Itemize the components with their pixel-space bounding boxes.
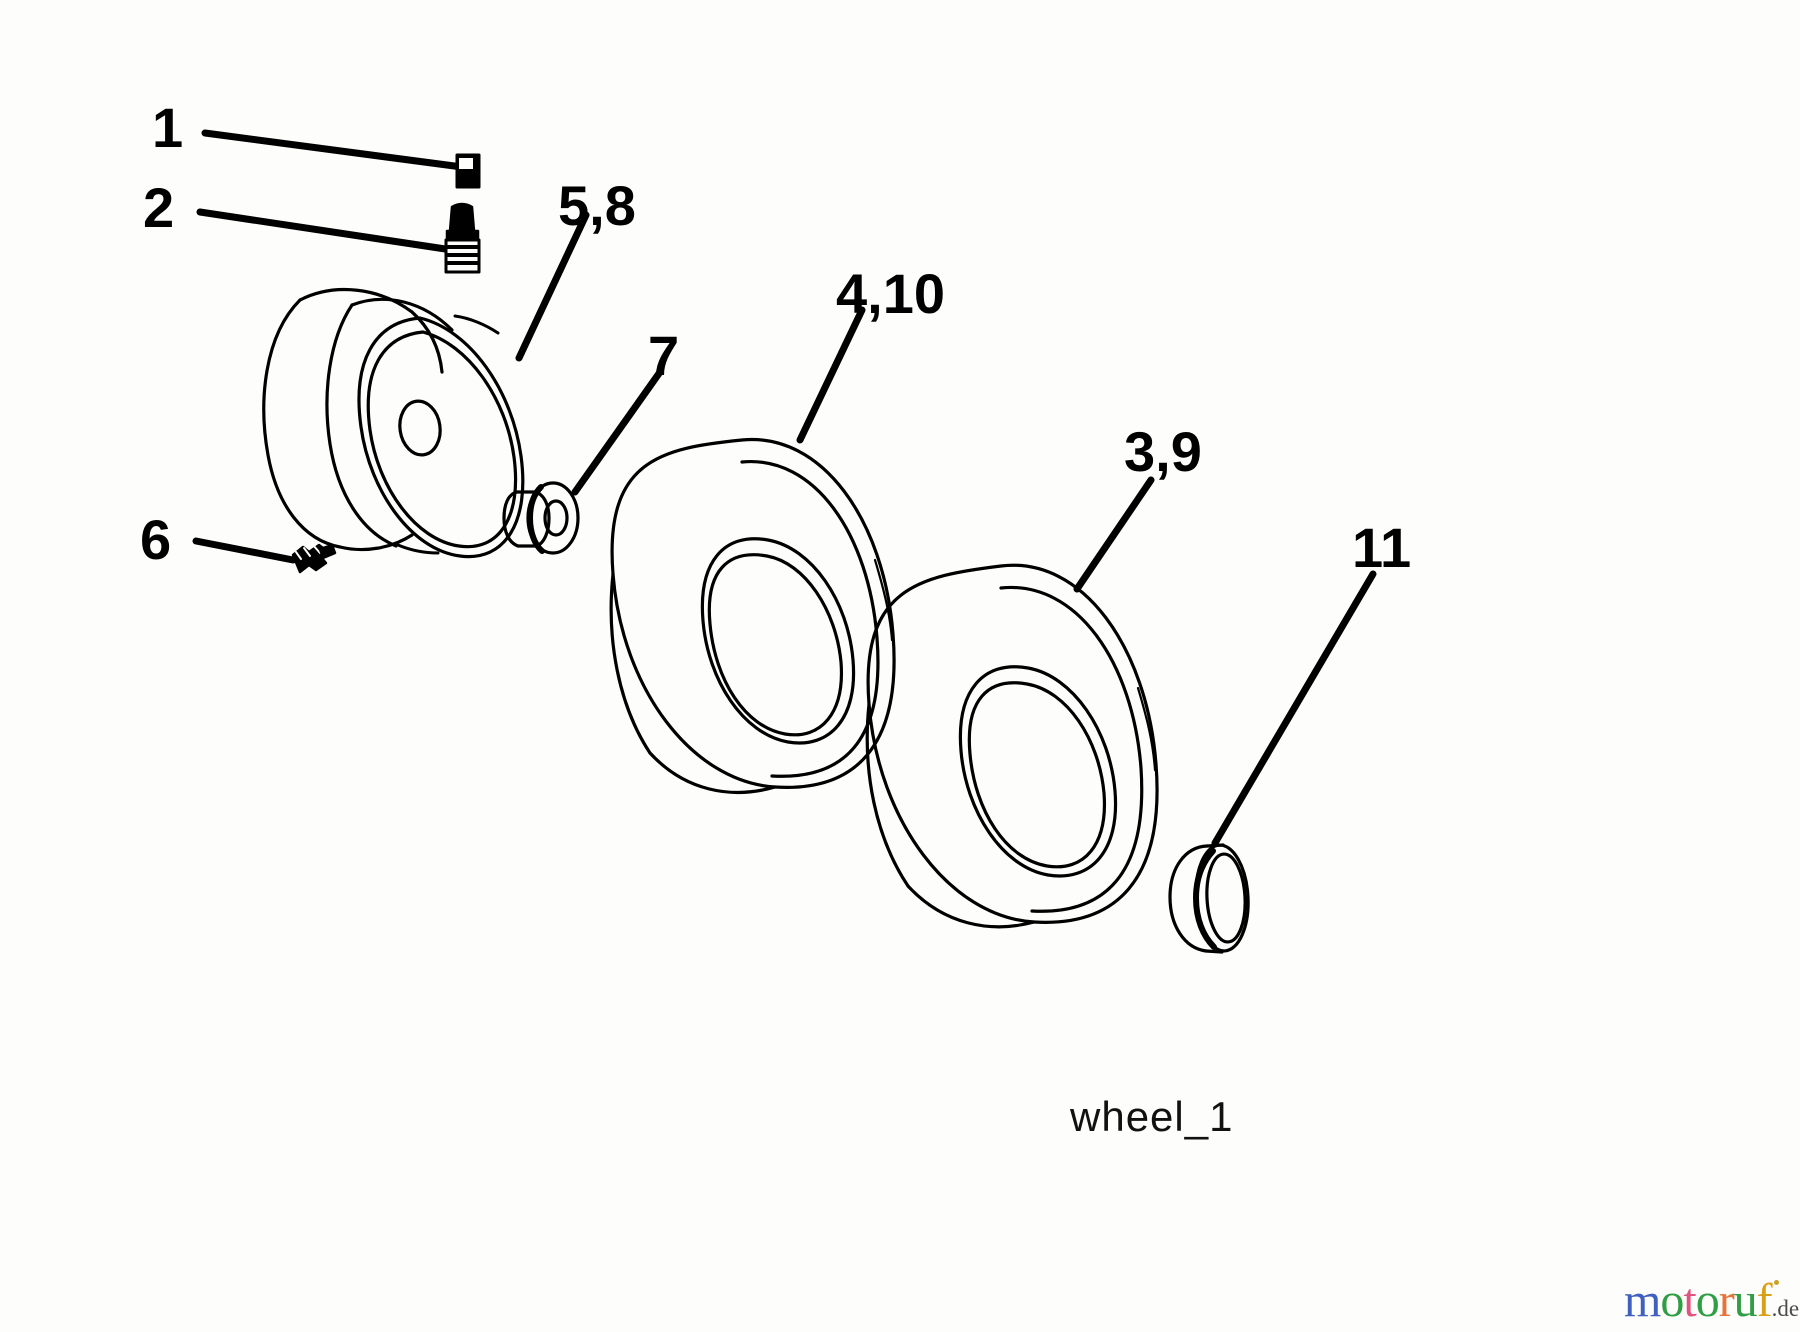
diagram-caption: wheel_1 (1070, 1093, 1234, 1140)
part-hub-cap (1168, 843, 1250, 954)
logo-tld: .de (1771, 1296, 1800, 1321)
logo-letter-6: f (1756, 1274, 1773, 1327)
callout-label-11: 11 (1352, 516, 1412, 579)
part-rear-tire (865, 563, 1159, 929)
leader-line-2 (196, 208, 456, 254)
part-valve-screw (291, 543, 337, 574)
callout-label-6: 6 (140, 508, 172, 571)
logo-letter-5: u (1733, 1274, 1758, 1327)
callout-label-1: 1 (152, 96, 184, 159)
callout-label-4-10: 4,10 (836, 262, 945, 325)
callout-label-3-9: 3,9 (1124, 420, 1202, 483)
leader-line-1 (201, 129, 466, 171)
leader-line-5-8 (515, 211, 590, 362)
part-valve-cap (455, 153, 481, 189)
part-valve-stem (444, 202, 481, 274)
logo-accent-dot (1774, 1280, 1779, 1285)
leader-line-3-9 (1073, 476, 1155, 593)
logo-letter-0: m (1624, 1274, 1661, 1327)
motoruf-logo[interactable]: motoruf.de (1624, 1272, 1800, 1330)
part-wheel-rim (262, 287, 525, 559)
logo-letter-3: o (1695, 1274, 1720, 1327)
leader-line-6 (192, 537, 297, 564)
leader-line-11 (1211, 570, 1377, 847)
logo-letter-2: t (1683, 1274, 1696, 1327)
leader-line-4-10 (796, 306, 866, 444)
leader-line-7 (571, 368, 664, 496)
callout-label-2: 2 (143, 176, 175, 239)
logo-wordmark: motoruf (1624, 1274, 1773, 1327)
callout-label-7: 7 (648, 324, 680, 387)
logo-letter-1: o (1660, 1274, 1684, 1327)
part-bushing (502, 481, 580, 555)
callout-label-5-8: 5,8 (558, 174, 636, 237)
logo-letter-4: r (1718, 1274, 1735, 1327)
part-front-tire (609, 437, 896, 794)
